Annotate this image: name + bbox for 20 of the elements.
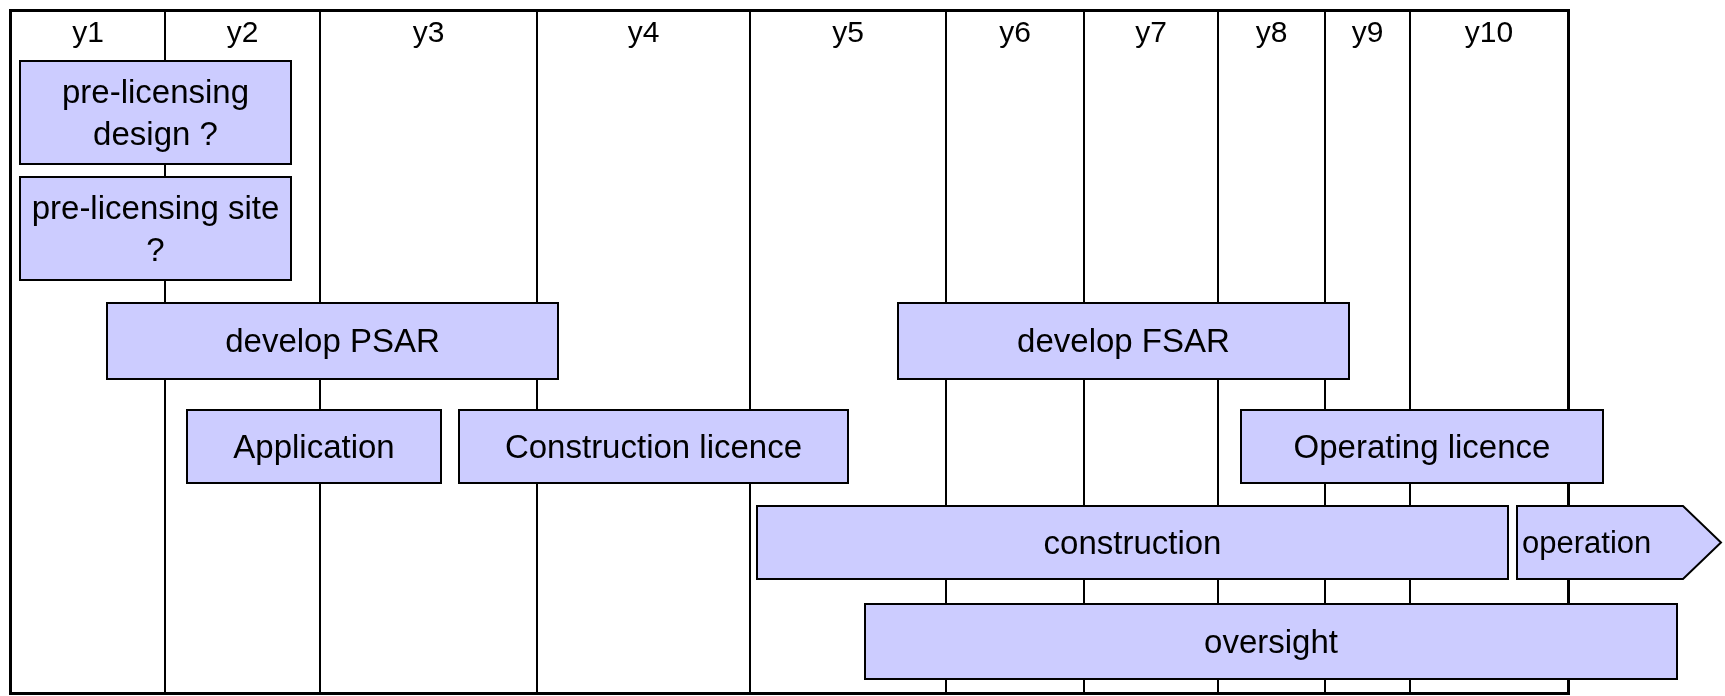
task-bar: Construction licence [458,409,849,484]
task-bar: pre-licensing design ? [19,60,292,165]
year-header: y1 [72,14,104,50]
task-bar: develop PSAR [106,302,559,380]
year-header: y9 [1351,14,1384,50]
task-bar: develop FSAR [897,302,1350,380]
year-header: y5 [832,14,864,50]
task-bar: oversight [864,603,1678,680]
year-header: y4 [627,14,660,50]
year-header: y7 [1135,14,1167,50]
task-bar: pre-licensing site ? [19,176,292,281]
task-bar: construction [756,505,1509,580]
task-bar: Operating licence [1240,409,1604,484]
year-header: y3 [412,14,445,50]
year-header: y2 [226,14,259,50]
year-header: y6 [999,14,1031,50]
year-header: y10 [1464,14,1514,50]
task-bar: Application [186,409,442,484]
year-header: y8 [1255,14,1288,50]
arrow-shaped-bar: operation [1516,505,1723,580]
